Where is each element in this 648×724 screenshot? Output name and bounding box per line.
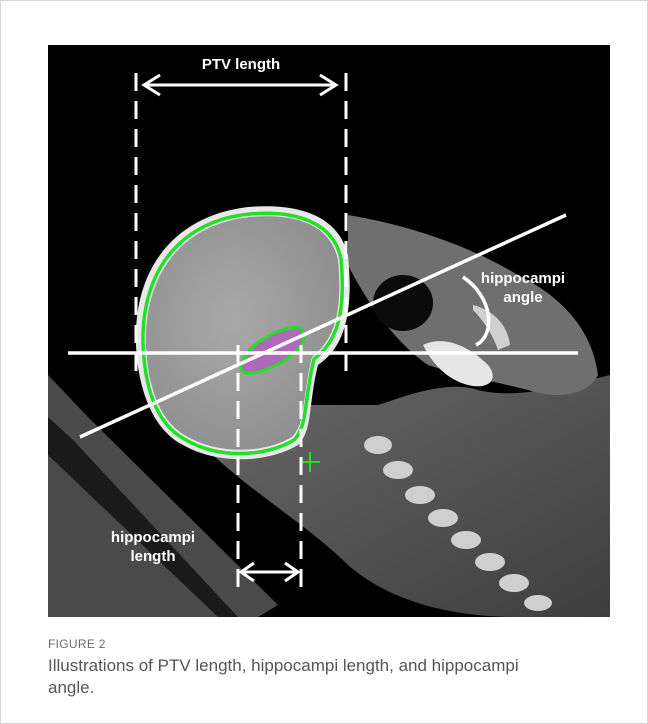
hippocampi-angle-label-line2: angle — [503, 289, 542, 306]
hippocampi-length-label-line2: length — [131, 548, 176, 565]
ct-scan-svg: PTV length hippocampi angle hippocampi l… — [48, 45, 610, 617]
hippocampi-length-label-line1: hippocampi — [111, 529, 195, 546]
hippocampi-angle-label-line1: hippocampi — [481, 270, 565, 287]
ct-scan-image: PTV length hippocampi angle hippocampi l… — [48, 45, 610, 617]
figure-label: FIGURE 2 — [48, 637, 106, 651]
ptv-length-label: PTV length — [202, 56, 280, 73]
figure-caption: Illustrations of PTV length, hippocampi … — [48, 655, 568, 699]
sinus-cavity — [373, 275, 433, 331]
